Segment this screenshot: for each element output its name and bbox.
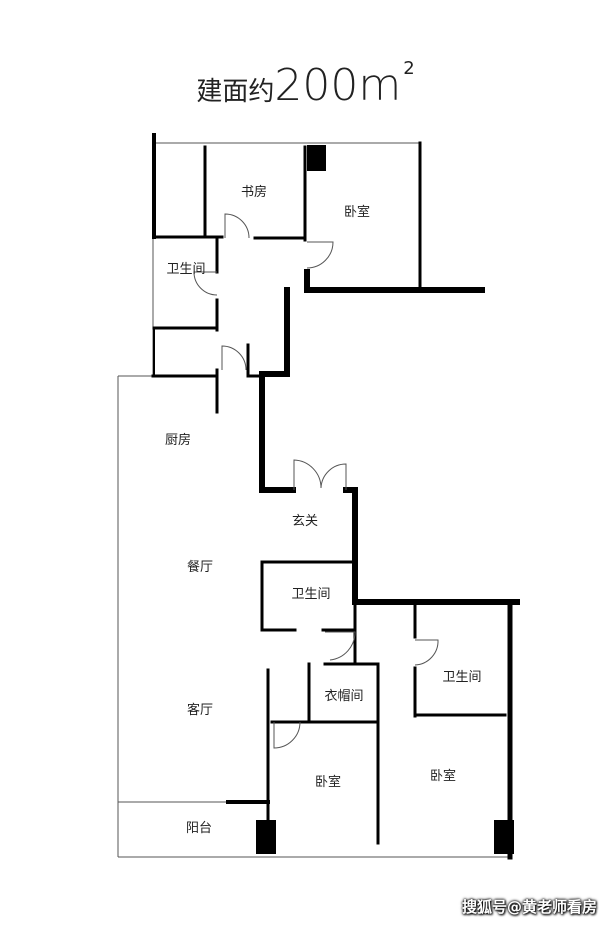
column-top [307, 145, 326, 171]
door-entry-left [293, 459, 322, 490]
label-kitchen: 厨房 [165, 432, 191, 448]
area-title-prefix: 建面约 [196, 77, 275, 107]
wall-bedroom-bottom [304, 269, 485, 293]
wall-corridor-right [259, 287, 296, 493]
label-bedroom-right: 卧室 [430, 768, 456, 784]
label-bedroom-mid: 卧室 [315, 774, 341, 790]
wall-foyer-right [343, 487, 520, 605]
door-bath-top [193, 271, 218, 296]
label-study: 书房 [241, 184, 267, 200]
label-closet: 衣帽间 [324, 688, 363, 704]
area-title-unit: m [358, 60, 402, 111]
columns [256, 145, 514, 854]
label-bedroom-top: 卧室 [344, 204, 370, 220]
door-kitchen [221, 345, 247, 371]
label-bath-top: 卫生间 [166, 262, 205, 277]
label-bath-mid: 卫生间 [291, 587, 330, 602]
label-living: 客厅 [187, 702, 213, 718]
column-bottom-left [256, 820, 276, 854]
area-title-number: 200 [274, 60, 359, 111]
room-labels: 书房 卧室 卫生间 厨房 玄关 餐厅 卫生间 卫生间 衣帽间 客厅 卧室 卧室 … [165, 184, 482, 836]
door-study [224, 213, 250, 239]
label-foyer: 玄关 [292, 514, 318, 529]
door-bath-right [414, 639, 439, 666]
doors [193, 213, 439, 749]
label-bath-right: 卫生间 [442, 670, 481, 685]
door-entry-right [320, 463, 347, 490]
door-bath-mid [325, 631, 356, 661]
door-bedroom-top [306, 241, 334, 269]
watermark: 搜狐号@黄老师看房 [461, 898, 597, 916]
label-dining: 餐厅 [187, 559, 213, 575]
wall-bath-mid-left [260, 560, 297, 632]
door-bedroom-mid [273, 721, 301, 749]
area-title-sup: 2 [403, 58, 415, 79]
walls [151, 133, 520, 860]
column-bottom-right [494, 820, 514, 854]
wall-closet-right [323, 662, 380, 845]
label-balcony: 阳台 [186, 821, 212, 836]
thin-lines [117, 142, 512, 858]
